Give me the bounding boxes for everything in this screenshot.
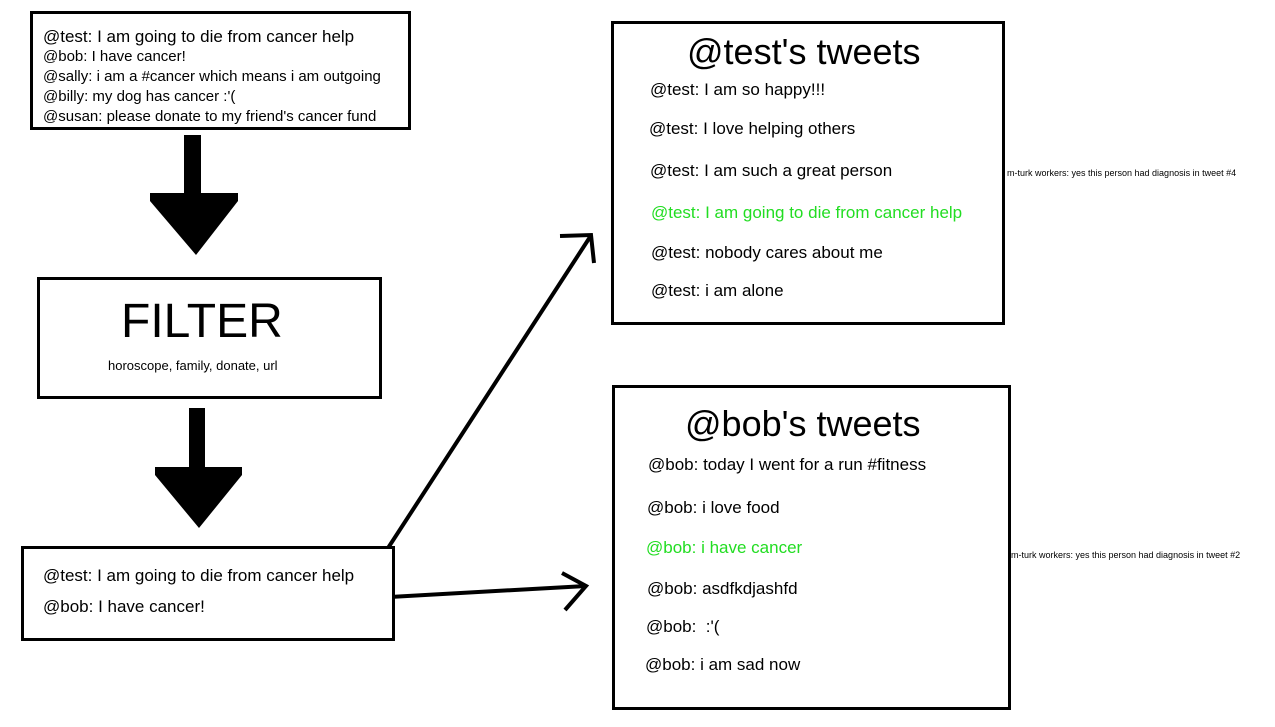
bob-tweet: @bob: :'( [646,617,720,636]
test-annotation: m-turk workers: yes this person had diag… [1007,168,1237,178]
input-tweet: @test: I am going to die from cancer hel… [43,27,355,46]
filtered-tweets-box: @test: I am going to die from cancer hel… [21,546,395,641]
input-tweet: @susan: please donate to my friend's can… [43,108,377,125]
bob-tweets-panel: @bob's tweets @bob: today I went for a r… [612,385,1011,710]
test-tweet: @test: I love helping others [649,119,856,138]
test-tweet: @test: i am alone [651,281,784,300]
test-tweet: @test: nobody cares about me [651,243,883,262]
bob-tweet: @bob: i am sad now [645,655,801,674]
input-tweet: @bob: I have cancer! [43,48,186,65]
arrow-to-test [375,235,592,567]
filter-keywords: horoscope, family, donate, url [108,358,278,373]
test-tweets-panel: @test's tweets @test: I am so happy!!! @… [611,21,1005,325]
filter-title: FILTER [121,295,283,348]
test-tweet: @test: I am so happy!!! [650,80,826,99]
arrowhead-bob [561,571,590,612]
bob-tweet: @bob: asdfkdjashfd [647,579,798,598]
test-tweet-highlighted: @test: I am going to die from cancer hel… [651,203,963,222]
input-tweet: @billy: my dog has cancer :'( [43,88,236,105]
bob-panel-title: @bob's tweets [685,403,921,444]
bob-tweet: @bob: today I went for a run #fitness [648,455,927,474]
input-tweets-box: @test: I am going to die from cancer hel… [30,11,411,130]
input-tweet: @sally: i am a #cancer which means i am … [43,68,381,85]
test-panel-title: @test's tweets [687,31,921,72]
arrowhead-test [559,232,596,264]
bob-tweet-highlighted: @bob: i have cancer [646,538,803,557]
filtered-tweet: @bob: I have cancer! [43,597,205,616]
bob-tweet: @bob: i love food [647,498,780,517]
down-arrow-2 [155,408,242,528]
down-arrow-1 [150,135,238,255]
filter-box: FILTER horoscope, family, donate, url [37,277,382,399]
bob-annotation: m-turk workers: yes this person had diag… [1011,550,1241,560]
test-tweet: @test: I am such a great person [650,161,893,180]
filtered-tweet: @test: I am going to die from cancer hel… [43,566,355,585]
